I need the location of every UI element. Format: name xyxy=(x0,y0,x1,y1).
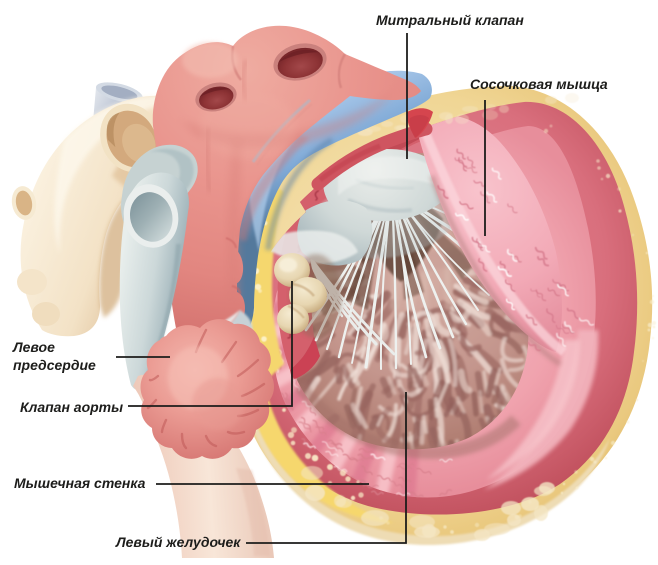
svg-text:Митральный клапан: Митральный клапан xyxy=(376,12,524,28)
svg-text:Клапан аорты: Клапан аорты xyxy=(20,399,123,415)
svg-text:Левый желудочек: Левый желудочек xyxy=(115,534,241,550)
svg-text:Левое: Левое xyxy=(12,339,55,355)
svg-text:Мышечная стенка: Мышечная стенка xyxy=(14,475,146,491)
svg-text:предсердие: предсердие xyxy=(13,357,96,373)
svg-text:Сосочковая мышца: Сосочковая мышца xyxy=(470,76,608,92)
